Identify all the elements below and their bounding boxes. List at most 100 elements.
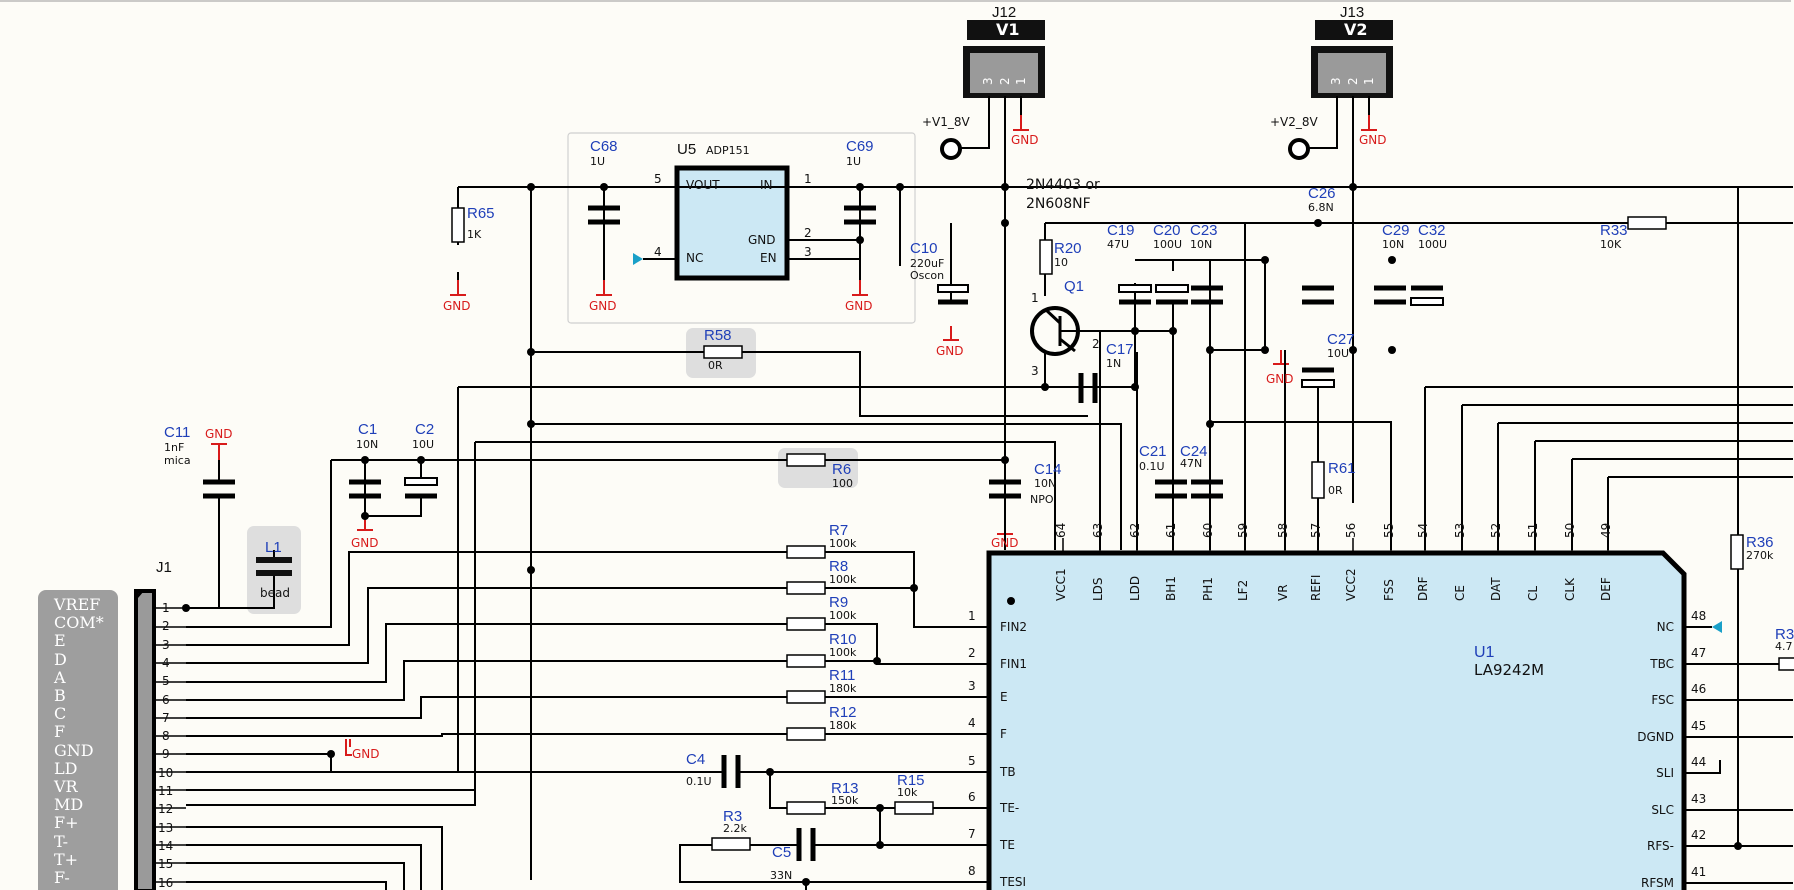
r9-resistor[interactable] [786,617,826,631]
c26-ref: C26 [1308,185,1336,202]
c20-plate-a [1155,284,1189,293]
v1-terminal[interactable] [940,138,962,160]
resistor-column [711,534,1744,851]
c4-ref: C4 [686,751,706,768]
j1-header-body[interactable] [134,589,156,890]
u1-pin-41-name: RFSM [1641,876,1674,890]
c10-val: 220uF [910,257,945,270]
c5-ref: C5 [772,844,792,861]
j1-signal-6: B [54,686,66,705]
u5-pin-gnd: GND [748,233,776,247]
c10-gnd-label: GND [936,344,964,358]
j12-ref: J12 [992,4,1017,21]
r15-resistor[interactable] [894,801,934,815]
r3x-resistor[interactable] [1778,657,1794,671]
j1-pin-15: 15 [158,857,174,872]
r36-val: 270k [1746,549,1774,562]
j13-pin-2: 2 [1346,77,1360,85]
r10-resistor[interactable] [786,654,826,668]
j1-header-notch [134,589,154,599]
r3-resistor[interactable] [711,837,751,851]
r58-resistor[interactable] [703,345,743,359]
r13-resistor[interactable] [786,801,826,815]
j1-pin-7: 7 [162,710,170,725]
r11-resistor[interactable] [786,690,826,704]
q1-symbol [1043,307,1076,353]
j1-signal-4: D [54,649,67,669]
r6-val: 100 [832,477,853,490]
r61-val: 0R [1328,484,1343,497]
u1-pin-56-name: VCC2 [1344,568,1358,601]
u1-pin-3-num: 3 [968,679,976,693]
r33-val: 10K [1600,238,1622,251]
j12-pin-2: 2 [998,77,1012,85]
j1-pin-stubs [154,607,186,883]
r61-ref: R61 [1328,460,1356,477]
q1-pin-2: 2 [1092,337,1100,351]
regulator-group-box [567,132,916,324]
c23-ref: C23 [1190,222,1218,239]
j1-pin-5: 5 [162,674,170,689]
r11-val: 180k [829,682,857,695]
r20-ref: R20 [1054,240,1082,257]
c21-val: 0.1U [1139,460,1165,473]
j1-signal-panel [38,590,118,890]
u1-pin-59-name: LF2 [1236,579,1250,601]
r33-resistor[interactable] [1627,216,1667,230]
c20-val: 100U [1153,238,1183,251]
u1-pin-58-num: 58 [1276,522,1290,538]
r65-val: 1K [467,228,482,241]
r7-val: 100k [829,537,857,550]
j13-connector[interactable] [1311,20,1393,98]
l1-bead-a [256,557,292,563]
j1-signal-5: A [54,667,66,687]
r11-ref: R11 [829,667,856,684]
r61-resistor[interactable] [1311,461,1325,499]
j1-signal-10: LD [54,758,78,778]
r36-resistor[interactable] [1730,534,1744,570]
c14-note: NPO [1030,493,1054,506]
r6-resistor[interactable] [786,453,826,467]
c10-plate-a [937,284,969,293]
u1-ic-body[interactable] [986,550,1687,890]
j1-signal-12: MD [54,795,84,815]
u1-pin-49-num: 49 [1599,522,1613,538]
q1-transistor[interactable] [1030,306,1080,356]
u1-pin-8-num: 8 [968,864,976,878]
j12-connector[interactable] [963,20,1045,98]
u1-pin-62-num: 62 [1128,522,1142,538]
c1-ref: C1 [358,421,378,438]
u1-pin-48-num: 48 [1691,609,1707,623]
u1-pin-60-name: PH1 [1201,577,1215,601]
r12-val: 180k [829,719,857,732]
j13-gnd-label: GND [1359,133,1387,147]
u5-part: ADP151 [706,144,750,157]
ground-symbols [211,115,1377,756]
c69-ref: C69 [846,138,874,155]
j1-pin9-gnd-label: GND [352,747,380,761]
u1-pin-57-num: 57 [1309,522,1323,538]
r20-resistor[interactable] [1039,239,1053,275]
u5-pinnum-5: 5 [654,172,662,186]
c29-ref: C29 [1382,222,1410,239]
u1-pin-45-num: 45 [1691,719,1707,733]
r65-resistor[interactable] [451,207,465,243]
j1-pin-11: 11 [158,784,174,798]
c29-val: 10N [1382,238,1405,251]
transistor-note-1: 2N4403 or [1026,177,1100,193]
j1-pin-14: 14 [158,838,174,853]
u5-pinnum-2: 2 [804,226,812,240]
r7-resistor[interactable] [786,545,826,559]
v2-terminal[interactable] [1288,138,1310,160]
j1-signal-8: F [54,722,66,742]
r12-resistor[interactable] [786,727,826,741]
u1-pin-50-name: CLK [1563,578,1577,601]
r8-resistor[interactable] [786,581,826,595]
c1-gnd-label: GND [351,536,379,550]
u1-pin-63-num: 63 [1091,522,1105,538]
u1-pin-64-num: 64 [1054,522,1068,538]
j1-pin-2: 2 [162,619,170,634]
u5-ref: U5 [677,141,697,158]
j1-ref: J1 [156,559,172,576]
